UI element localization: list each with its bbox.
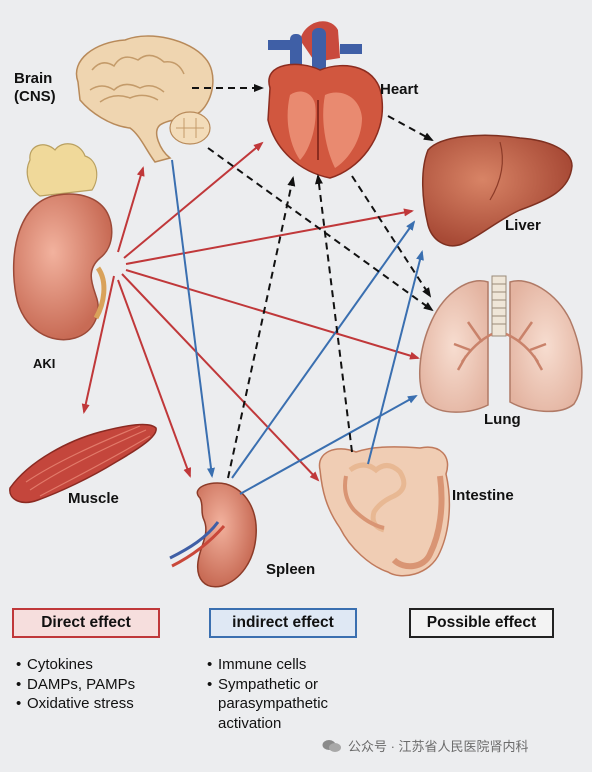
list-item: DAMPs, PAMPs xyxy=(16,675,135,695)
watermark: 公众号 · 江苏省人民医院肾内科 xyxy=(322,736,529,755)
indirect-effect-legend: indirect effect xyxy=(209,608,357,638)
aki-label: AKI xyxy=(33,356,56,371)
list-item: Cytokines xyxy=(16,655,135,675)
lung-label: Lung xyxy=(484,411,521,428)
muscle-label: Muscle xyxy=(68,490,119,507)
list-item: activation xyxy=(218,714,282,732)
list-item: parasympathetic xyxy=(218,695,329,712)
direct-effect-list: Cytokines DAMPs, PAMPs Oxidative stress xyxy=(16,655,135,714)
heart-illustration xyxy=(267,21,384,179)
brain-label: Brain (CNS) xyxy=(14,70,56,105)
list-item: Sympathetic or xyxy=(207,675,328,695)
possible-effect-arrows xyxy=(192,84,434,479)
watermark-text: 公众号 · 江苏省人民医院肾内科 xyxy=(348,739,529,754)
spleen-label: Spleen xyxy=(266,561,316,578)
kidney-illustration xyxy=(12,143,113,341)
possible-effect-legend: Possible effect xyxy=(409,608,554,638)
direct-effect-legend: Direct effect xyxy=(12,608,160,638)
indirect-effect-title: indirect effect xyxy=(232,614,334,631)
spleen-illustration xyxy=(169,482,257,588)
lung-illustration xyxy=(419,275,583,413)
indirect-effect-arrows xyxy=(171,159,424,495)
liver-illustration xyxy=(421,134,573,247)
brain-illustration xyxy=(75,35,214,163)
list-item: Immune cells xyxy=(207,655,328,675)
intestine-label: Intestine xyxy=(452,487,514,504)
direct-effect-title: Direct effect xyxy=(41,614,131,631)
wechat-icon xyxy=(322,739,341,752)
indirect-effect-list: Immune cells Sympathetic or parasympathe… xyxy=(207,655,328,733)
possible-effect-title: Possible effect xyxy=(426,614,537,631)
list-item: Oxidative stress xyxy=(16,694,135,714)
liver-label: Liver xyxy=(505,217,541,234)
muscle-illustration xyxy=(9,423,157,504)
direct-effect-arrows xyxy=(81,141,420,482)
intestine-illustration xyxy=(318,446,451,577)
heart-label: Heart xyxy=(380,81,419,98)
